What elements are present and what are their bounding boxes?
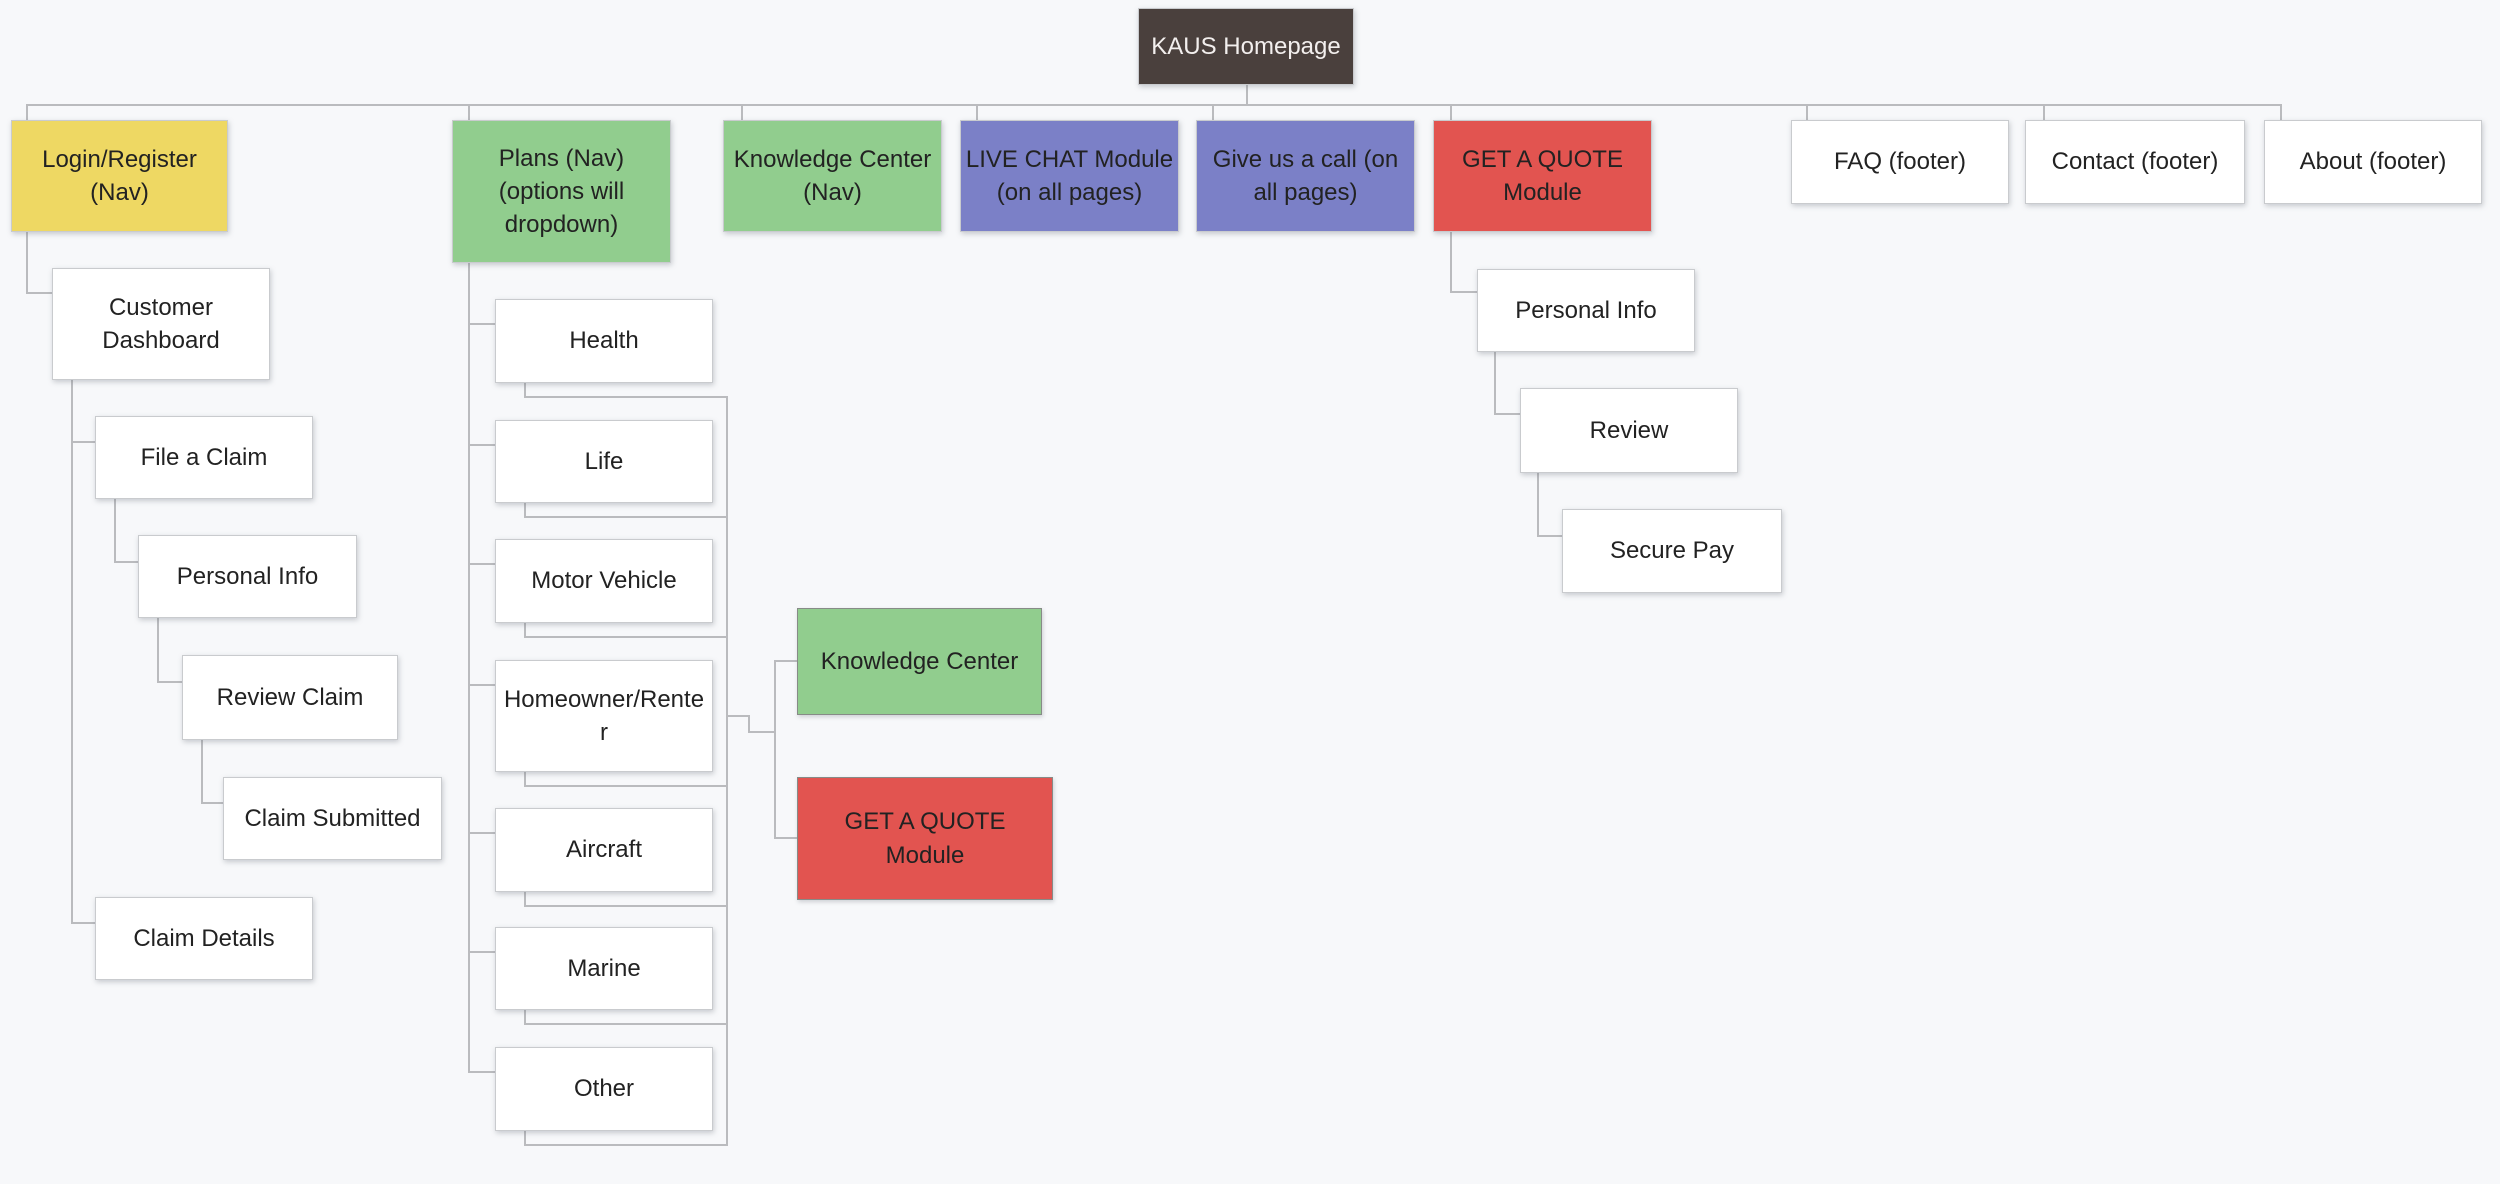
node-contact-footer[interactable]: Contact (footer) — [2025, 120, 2245, 204]
node-customer-dashboard[interactable]: Customer Dashboard — [52, 268, 270, 380]
node-homeowner-renter[interactable]: Homeowner/Rente r — [495, 660, 713, 772]
connector-other-out-h — [524, 1144, 728, 1146]
connector-life-out-v — [524, 503, 526, 518]
connector-stub-plans — [468, 104, 470, 121]
node-health[interactable]: Health — [495, 299, 713, 383]
connector-to-secure-pay — [1537, 535, 1562, 537]
connector-trunk — [26, 104, 2282, 106]
node-kaus-homepage[interactable]: KAUS Homepage — [1138, 8, 1354, 85]
connector-stub-login — [26, 104, 28, 121]
connector-homeowner-out-h — [524, 785, 728, 787]
node-secure-pay[interactable]: Secure Pay — [1562, 509, 1782, 593]
node-knowledge-center-nav[interactable]: Knowledge Center (Nav) — [723, 120, 942, 232]
connector-health-out-h — [524, 396, 728, 398]
connector-stub-quote — [1450, 104, 1452, 121]
connector-to-motor — [468, 563, 495, 565]
connector-dashboard-drop — [71, 380, 73, 924]
node-personal-info-claim[interactable]: Personal Info — [138, 535, 357, 618]
connector-to-quote-mid — [774, 837, 797, 839]
connector-to-claim-details — [71, 922, 95, 924]
node-get-a-quote-module[interactable]: GET A QUOTE Module — [1433, 120, 1652, 232]
connector-stub-livechat — [976, 104, 978, 121]
connector-to-quote-personal-info — [1450, 291, 1477, 293]
node-login-register[interactable]: Login/Register (Nav) — [11, 120, 228, 232]
connector-to-quote-review — [1494, 413, 1520, 415]
connector-to-kc-mid — [774, 660, 797, 662]
connector-motor-out-v — [524, 623, 526, 638]
connector-quote-pi-drop — [1494, 352, 1496, 415]
connector-to-file-claim — [71, 441, 95, 443]
connector-login-drop — [26, 232, 28, 294]
node-live-chat-module[interactable]: LIVE CHAT Module (on all pages) — [960, 120, 1179, 232]
connector-quote-drop — [1450, 232, 1452, 293]
connector-to-other — [468, 1071, 495, 1073]
connector-jog-h2 — [748, 731, 776, 733]
node-motor-vehicle[interactable]: Motor Vehicle — [495, 539, 713, 623]
connector-quote-review-drop — [1537, 473, 1539, 537]
connector-to-claim-submitted — [201, 802, 223, 804]
connector-motor-out-h — [524, 636, 728, 638]
connector-other-out-v — [524, 1131, 526, 1146]
connector-jog-v — [748, 715, 750, 733]
connector-to-review-claim — [157, 681, 182, 683]
node-other[interactable]: Other — [495, 1047, 713, 1131]
connector-life-out-h — [524, 516, 728, 518]
connector-health-out-v — [524, 383, 526, 398]
connector-aircraft-out-v — [524, 892, 526, 907]
connector-stub-about — [2280, 104, 2282, 121]
connector-to-homeowner — [468, 684, 495, 686]
connector-aircraft-out-h — [524, 905, 728, 907]
connector-to-aircraft — [468, 832, 495, 834]
node-claim-details[interactable]: Claim Details — [95, 897, 313, 980]
node-quote-review[interactable]: Review — [1520, 388, 1738, 473]
node-life[interactable]: Life — [495, 420, 713, 503]
connector-stub-faq — [1806, 104, 1808, 121]
connector-stub-call — [1212, 104, 1214, 121]
node-get-a-quote-page[interactable]: GET A QUOTE Module — [797, 777, 1053, 900]
connector-collector-v — [726, 396, 728, 1146]
node-file-a-claim[interactable]: File a Claim — [95, 416, 313, 499]
node-knowledge-center-page[interactable]: Knowledge Center — [797, 608, 1042, 715]
connector-file-claim-drop — [114, 499, 116, 563]
node-give-us-a-call[interactable]: Give us a call (on all pages) — [1196, 120, 1415, 232]
node-faq-footer[interactable]: FAQ (footer) — [1791, 120, 2009, 204]
connector-mid-v — [774, 660, 776, 839]
connector-kaus-drop — [1246, 85, 1248, 106]
connector-marine-out-h — [524, 1023, 728, 1025]
connector-stub-knowledge-center — [741, 104, 743, 121]
connector-personal-info-drop — [157, 618, 159, 683]
connector-homeowner-out-v — [524, 772, 526, 787]
node-about-footer[interactable]: About (footer) — [2264, 120, 2482, 204]
node-claim-submitted[interactable]: Claim Submitted — [223, 777, 442, 860]
connector-marine-out-v — [524, 1010, 526, 1025]
connector-to-life — [468, 444, 495, 446]
connector-to-health — [468, 323, 495, 325]
node-plans-nav[interactable]: Plans (Nav) (options will dropdown) — [452, 120, 671, 263]
node-aircraft[interactable]: Aircraft — [495, 808, 713, 892]
connector-review-claim-drop — [201, 740, 203, 804]
connector-jog-h1 — [726, 715, 750, 717]
connector-to-personal-info — [114, 561, 138, 563]
node-review-claim[interactable]: Review Claim — [182, 655, 398, 740]
node-quote-personal-info[interactable]: Personal Info — [1477, 269, 1695, 352]
connector-to-marine — [468, 951, 495, 953]
connector-login-dashboard — [26, 292, 52, 294]
connector-plans-drop — [468, 263, 470, 1073]
connector-stub-contact — [2043, 104, 2045, 121]
node-marine[interactable]: Marine — [495, 927, 713, 1010]
